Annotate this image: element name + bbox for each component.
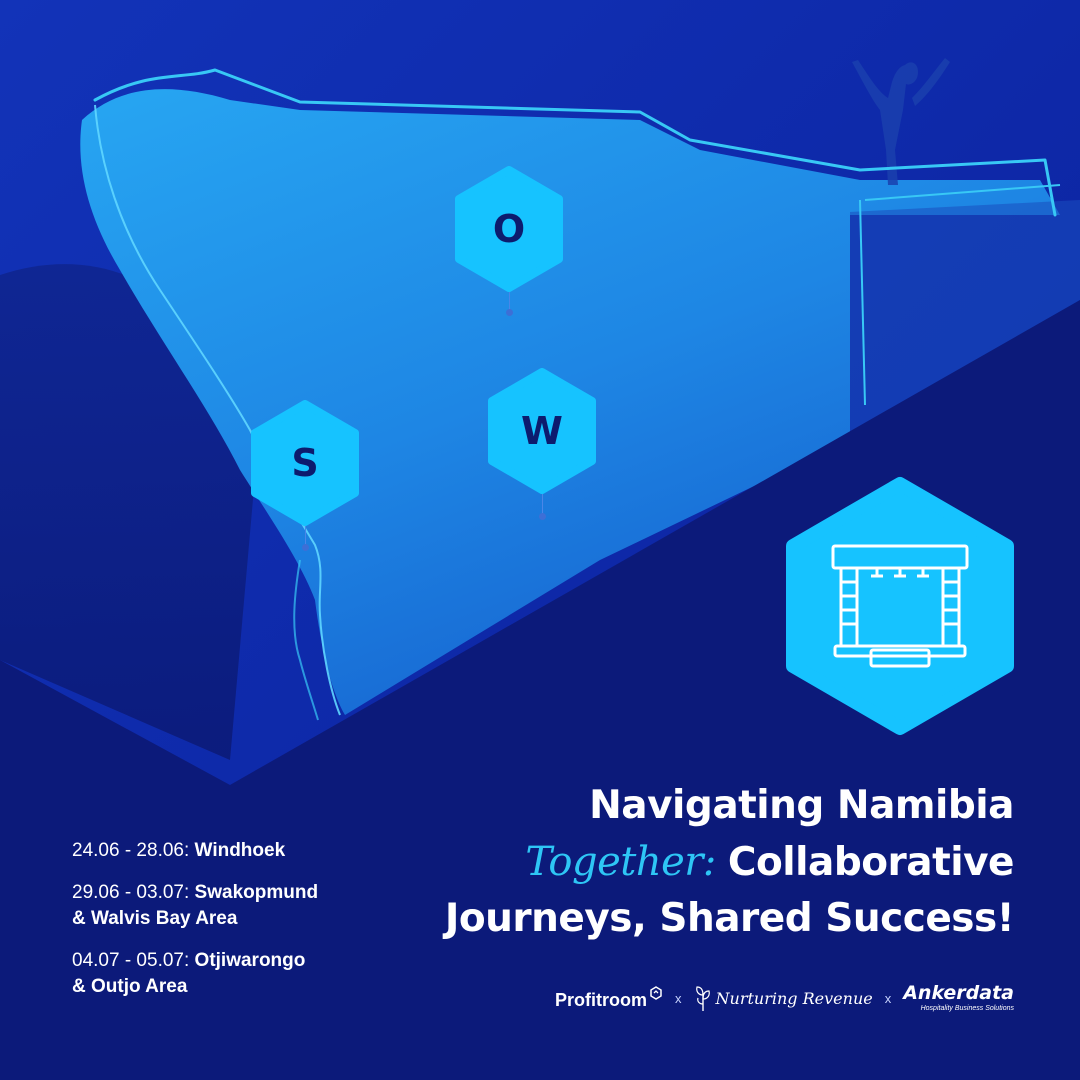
map-marker-o[interactable]: O — [453, 166, 565, 292]
marker-pin-dot — [539, 513, 546, 520]
partner-logos: Profitroom x Nurturing Revenue x Ankerda… — [555, 980, 1014, 1016]
map-marker-w[interactable]: W — [486, 368, 598, 494]
headline-line-3: Journeys, Shared Success! — [444, 896, 1015, 941]
marker-pin-line — [509, 292, 510, 310]
profitroom-name: Profitroom — [555, 989, 648, 1010]
nurturing-revenue-name: Nurturing Revenue — [715, 988, 873, 1008]
headline: Navigating Namibia Together:Collaborativ… — [444, 778, 1015, 947]
headline-line-1: Navigating Namibia — [589, 783, 1014, 828]
ankerdata-logo: Ankerdata Hospitality Business Solutions — [903, 982, 1014, 1013]
map-marker-s[interactable]: S — [249, 400, 361, 526]
schedule-dates: 24.06 - 28.06: — [72, 840, 190, 861]
schedule-place: Otjiwarongo — [194, 950, 306, 971]
partner-separator: x — [675, 990, 682, 1006]
schedule-item: 04.07 - 05.07: Otjiwarongo & Outjo Area — [72, 948, 318, 1000]
schedule-item: 24.06 - 28.06: Windhoek — [72, 838, 318, 864]
profitroom-logo: Profitroom — [555, 985, 663, 1011]
headline-script-word: Together: — [525, 839, 716, 885]
headline-line-2: Together:Collaborative — [445, 834, 1014, 891]
schedule-place: Swakopmund — [194, 882, 319, 903]
stage-icon-badge — [785, 476, 1015, 736]
sprout-icon — [695, 986, 710, 1011]
headline-line-2-rest: Collaborative — [727, 840, 1015, 885]
marker-pin-dot — [506, 309, 513, 316]
schedule-place-area: & Walvis Bay Area — [72, 908, 238, 929]
ankerdata-tagline: Hospitality Business Solutions — [920, 1005, 1014, 1012]
marker-letter: S — [291, 441, 319, 485]
marker-letter: W — [521, 409, 563, 453]
ankerdata-name: Ankerdata — [903, 982, 1014, 1004]
schedule-item: 29.06 - 03.07: Swakopmund & Walvis Bay A… — [72, 880, 318, 932]
schedule-dates: 29.06 - 03.07: — [72, 882, 190, 903]
marker-pin-dot — [302, 544, 309, 551]
marker-letter: O — [492, 207, 526, 251]
person-silhouette — [852, 58, 950, 185]
schedule-place-area: & Outjo Area — [72, 976, 188, 997]
schedule-place: Windhoek — [194, 840, 286, 861]
profitroom-logo-icon — [650, 985, 662, 1000]
schedule-dates: 04.07 - 05.07: — [72, 950, 190, 971]
tour-schedule: 24.06 - 28.06: Windhoek 29.06 - 03.07: S… — [72, 838, 318, 1016]
stage-icon — [831, 544, 969, 668]
nurturing-revenue-logo: Nurturing Revenue — [694, 985, 873, 1011]
partner-separator: x — [884, 990, 892, 1006]
marker-pin-line — [305, 526, 306, 544]
marker-pin-line — [542, 494, 543, 514]
